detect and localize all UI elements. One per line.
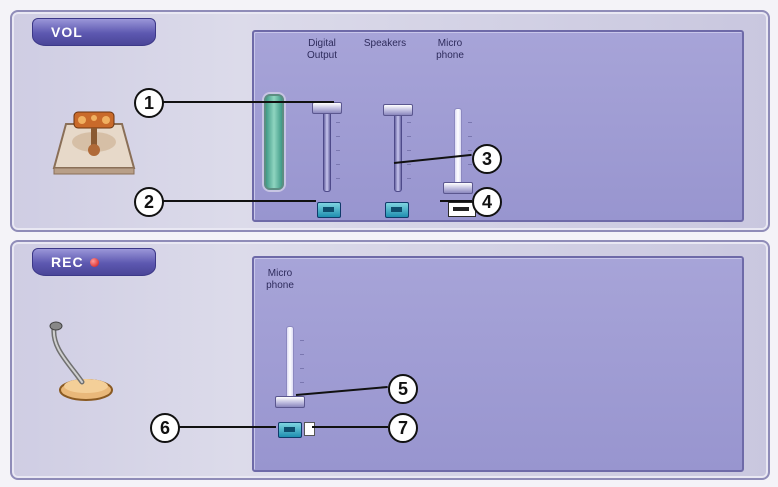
- record-select-button[interactable]: [278, 422, 302, 438]
- callout-3: 3: [472, 144, 502, 174]
- record-option-checkbox[interactable]: [304, 422, 315, 436]
- callout-line-6: [176, 426, 276, 428]
- digital-output-mute-button[interactable]: [317, 202, 341, 218]
- volume-panel: VOL Digital Output Speakers Micro phone: [10, 10, 770, 232]
- record-dot-icon: [89, 257, 99, 267]
- microphone-mute-checkbox[interactable]: [448, 202, 476, 217]
- column-label-digital-output: Digital Output: [306, 38, 338, 61]
- record-microphone-slider-thumb[interactable]: [275, 396, 305, 408]
- callout-4: 4: [472, 187, 502, 217]
- digital-output-slider-track[interactable]: [323, 108, 331, 192]
- callout-1: 1: [134, 88, 164, 118]
- record-panel: REC Micro phone: [10, 240, 770, 480]
- speakers-slider-thumb[interactable]: [383, 104, 413, 116]
- record-tab-label: REC: [51, 254, 84, 270]
- microphone-slider-thumb[interactable]: [443, 182, 473, 194]
- record-tab[interactable]: REC: [32, 248, 156, 276]
- level-meter: [264, 94, 284, 190]
- callout-line-2: [160, 200, 316, 202]
- callout-6: 6: [150, 413, 180, 443]
- callout-2: 2: [134, 187, 164, 217]
- callout-7: 7: [388, 413, 418, 443]
- callout-5: 5: [388, 374, 418, 404]
- microphone-icon: [49, 321, 113, 401]
- callout-line-4: [440, 200, 472, 202]
- callout-line-7: [312, 426, 388, 428]
- digital-output-slider-thumb[interactable]: [312, 102, 342, 114]
- microphone-slider-track[interactable]: [454, 108, 462, 188]
- volume-tab[interactable]: VOL: [32, 18, 156, 46]
- speaker-stage-icon: [52, 111, 136, 175]
- record-microphone-slider-track[interactable]: [286, 326, 294, 404]
- column-label-microphone: Micro phone: [436, 38, 464, 61]
- speakers-mute-button[interactable]: [385, 202, 409, 218]
- callout-line-1: [160, 101, 334, 103]
- volume-mixer-area: Digital Output Speakers Micro phone: [252, 30, 744, 222]
- speakers-slider-track[interactable]: [394, 108, 402, 192]
- volume-tab-label: VOL: [51, 24, 83, 40]
- record-column-label-microphone: Micro phone: [266, 268, 294, 291]
- column-label-speakers: Speakers: [363, 38, 407, 49]
- record-mixer-area: Micro phone: [252, 256, 744, 472]
